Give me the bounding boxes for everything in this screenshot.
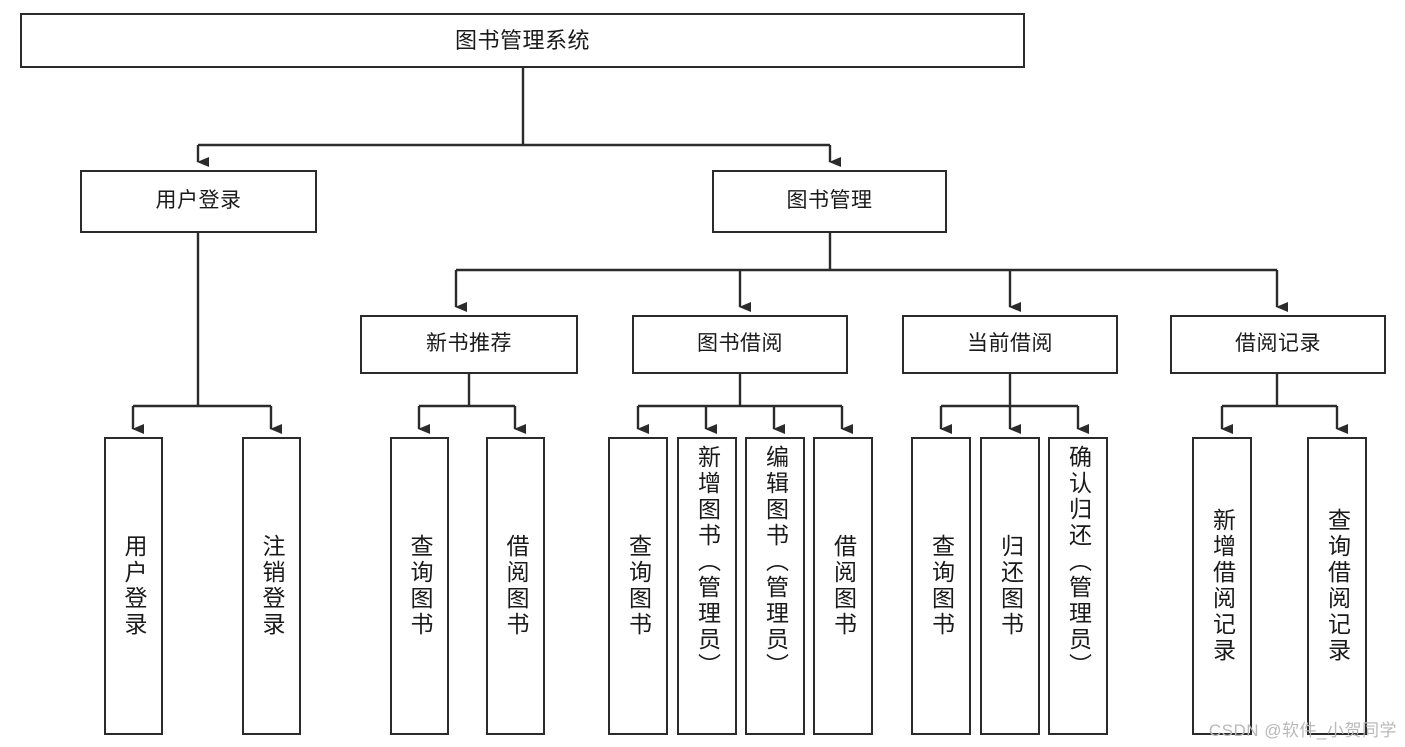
leaf-label: 新增图书（管理员） — [694, 445, 721, 679]
leaf-confirm-return-admin[interactable]: 确认归还（管理员） — [1048, 437, 1108, 735]
leaf-query-book-current[interactable]: 查询图书 — [911, 437, 971, 735]
node-label: 图书借阅 — [697, 332, 783, 356]
leaf-borrow-book-recommend[interactable]: 借阅图书 — [486, 437, 545, 735]
csdn-watermark: CSDN @软件_小贺同学 — [1208, 721, 1397, 740]
node-user-login[interactable]: 用户登录 — [80, 170, 317, 233]
leaf-query-book-recommend[interactable]: 查询图书 — [390, 437, 449, 735]
node-label: 借阅记录 — [1235, 332, 1321, 356]
leaf-label: 借阅图书 — [503, 534, 529, 638]
leaf-logout[interactable]: 注销登录 — [242, 437, 301, 735]
node-book-borrow[interactable]: 图书借阅 — [632, 315, 848, 374]
node-label: 当前借阅 — [967, 332, 1053, 356]
leaf-query-book-borrow[interactable]: 查询图书 — [608, 437, 668, 735]
leaf-query-borrow-record[interactable]: 查询借阅记录 — [1307, 437, 1367, 735]
leaf-add-borrow-record[interactable]: 新增借阅记录 — [1192, 437, 1252, 735]
leaf-add-book-admin[interactable]: 新增图书（管理员） — [677, 437, 737, 735]
node-label: 图书管理 — [786, 189, 873, 213]
leaf-label: 编辑图书（管理员） — [762, 445, 789, 679]
leaf-return-book[interactable]: 归还图书 — [980, 437, 1040, 735]
node-label: 用户登录 — [155, 189, 242, 213]
node-label: 图书管理系统 — [454, 27, 590, 53]
leaf-edit-book-admin[interactable]: 编辑图书（管理员） — [745, 437, 805, 735]
leaf-label: 归还图书 — [997, 534, 1024, 638]
leaf-label: 查询图书 — [928, 534, 955, 638]
leaf-label: 新增借阅记录 — [1209, 508, 1236, 664]
node-book-management[interactable]: 图书管理 — [712, 170, 947, 233]
leaf-label: 借阅图书 — [830, 534, 857, 638]
leaf-label: 用户登录 — [121, 534, 147, 638]
leaf-label: 查询图书 — [407, 534, 433, 638]
leaf-label: 确认归还（管理员） — [1065, 445, 1092, 679]
leaf-user-login[interactable]: 用户登录 — [104, 437, 163, 735]
leaf-label: 查询借阅记录 — [1324, 508, 1351, 664]
node-root-book-management-system[interactable]: 图书管理系统 — [20, 13, 1025, 68]
node-current-borrow[interactable]: 当前借阅 — [902, 315, 1118, 374]
node-new-book-recommend[interactable]: 新书推荐 — [360, 315, 578, 374]
leaf-label: 查询图书 — [625, 534, 652, 638]
leaf-label: 注销登录 — [259, 534, 285, 638]
node-label: 新书推荐 — [426, 332, 512, 356]
leaf-borrow-book[interactable]: 借阅图书 — [813, 437, 873, 735]
node-borrow-record[interactable]: 借阅记录 — [1170, 315, 1386, 374]
